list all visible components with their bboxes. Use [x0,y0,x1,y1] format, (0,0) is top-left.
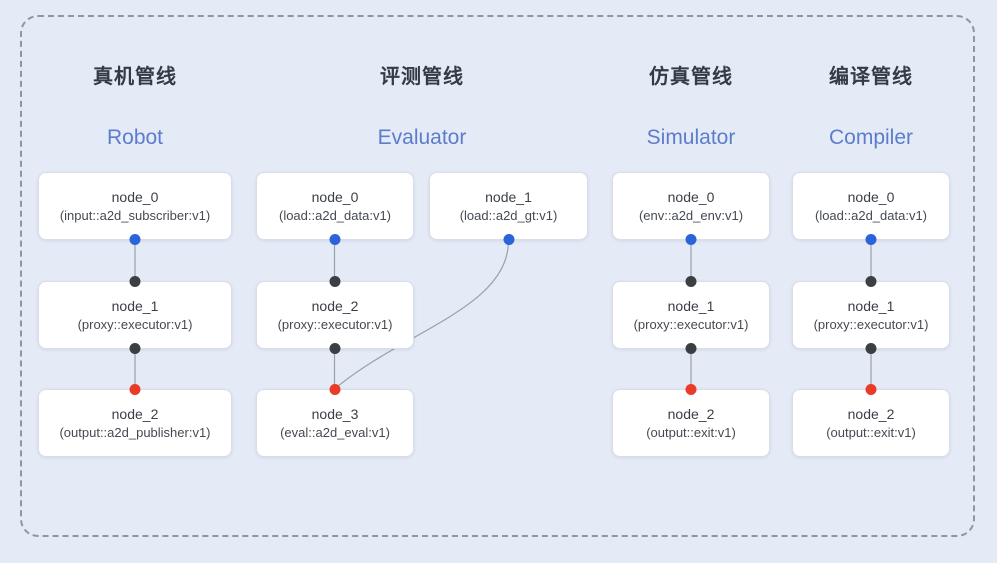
dashed-boundary [20,15,975,537]
output-port-dot [865,234,877,245]
node-name: node_1 [485,189,532,205]
input-port-dot [865,384,877,395]
output-port-dot [129,343,141,354]
output-port-dot [503,234,514,245]
simulator-node-1: node_1 (proxy::executor:v1) [612,276,770,354]
robot-node-1: node_1 (proxy::executor:v1) [38,276,232,354]
input-port-dot [865,276,877,287]
node-type: (output::exit:v1) [826,425,916,440]
node-name: node_0 [667,189,715,205]
node-name: node_3 [311,406,359,422]
pipeline-title-zh-simulator: 仿真管线 [649,66,733,88]
output-port-dot [685,234,697,245]
simulator-node-0: node_0 (env::a2d_env:v1) [612,172,770,245]
evaluator-node-2: node_2 (proxy::executor:v1) [256,276,414,354]
node-name: node_2 [667,406,715,422]
node-name: node_2 [111,406,159,422]
robot-node-0: node_0 (input::a2d_subscriber:v1) [38,172,232,245]
output-port-dot [685,343,697,354]
simulator-node-2: node_2 (output::exit:v1) [612,384,770,457]
pipeline-title-zh-robot: 真机管线 [93,66,177,88]
input-port-dot [329,384,341,395]
node-name: node_0 [847,189,895,205]
compiler-node-1: node_1 (proxy::executor:v1) [792,276,950,354]
output-port-dot [329,343,341,354]
evaluator-node-1: node_1 (load::a2d_gt:v1) [429,172,588,245]
node-name: node_1 [111,298,159,314]
evaluator-node-0: node_0 (load::a2d_data:v1) [256,172,414,245]
pipeline-title-en-compiler: Compiler [828,126,914,149]
edge-eval-1-3-curve [334,239,510,390]
node-name: node_0 [311,189,359,205]
input-port-dot [129,276,141,287]
node-name: node_2 [311,298,359,314]
node-type: (proxy::executor:v1) [633,317,749,332]
pipeline-title-en-evaluator: Evaluator [377,126,467,149]
node-name: node_0 [111,189,159,205]
node-type: (output::exit:v1) [646,425,736,440]
node-type: (proxy::executor:v1) [277,317,393,332]
compiler-node-2: node_2 (output::exit:v1) [792,384,950,457]
pipeline-title-en-simulator: Simulator [646,126,736,149]
compiler-node-0: node_0 (load::a2d_data:v1) [792,172,950,245]
node-type: (load::a2d_data:v1) [814,208,928,223]
output-port-dot [865,343,877,354]
input-port-dot [685,384,697,395]
node-type: (input::a2d_subscriber:v1) [59,208,211,223]
node-name: node_1 [667,298,715,314]
input-port-dot [129,384,141,395]
pipeline-title-en-robot: Robot [106,126,164,149]
input-port-dot [329,276,341,287]
node-type: (load::a2d_data:v1) [278,208,392,223]
output-port-dot [329,234,341,245]
node-type: (proxy::executor:v1) [77,317,193,332]
robot-node-2: node_2 (output::a2d_publisher:v1) [38,384,232,457]
input-port-dot [685,276,697,287]
node-name: node_1 [847,298,895,314]
node-name: node_2 [847,406,895,422]
node-type: (load::a2d_gt:v1) [459,208,558,223]
pipeline-title-zh-evaluator: 评测管线 [380,66,464,88]
node-type: (env::a2d_env:v1) [638,208,744,223]
node-type: (eval::a2d_eval:v1) [280,425,390,440]
pipeline-title-zh-compiler: 编译管线 [829,66,913,88]
output-port-dot [129,234,141,245]
node-type: (output::a2d_publisher:v1) [59,425,211,440]
evaluator-node-3: node_3 (eval::a2d_eval:v1) [256,384,414,457]
node-type: (proxy::executor:v1) [813,317,929,332]
